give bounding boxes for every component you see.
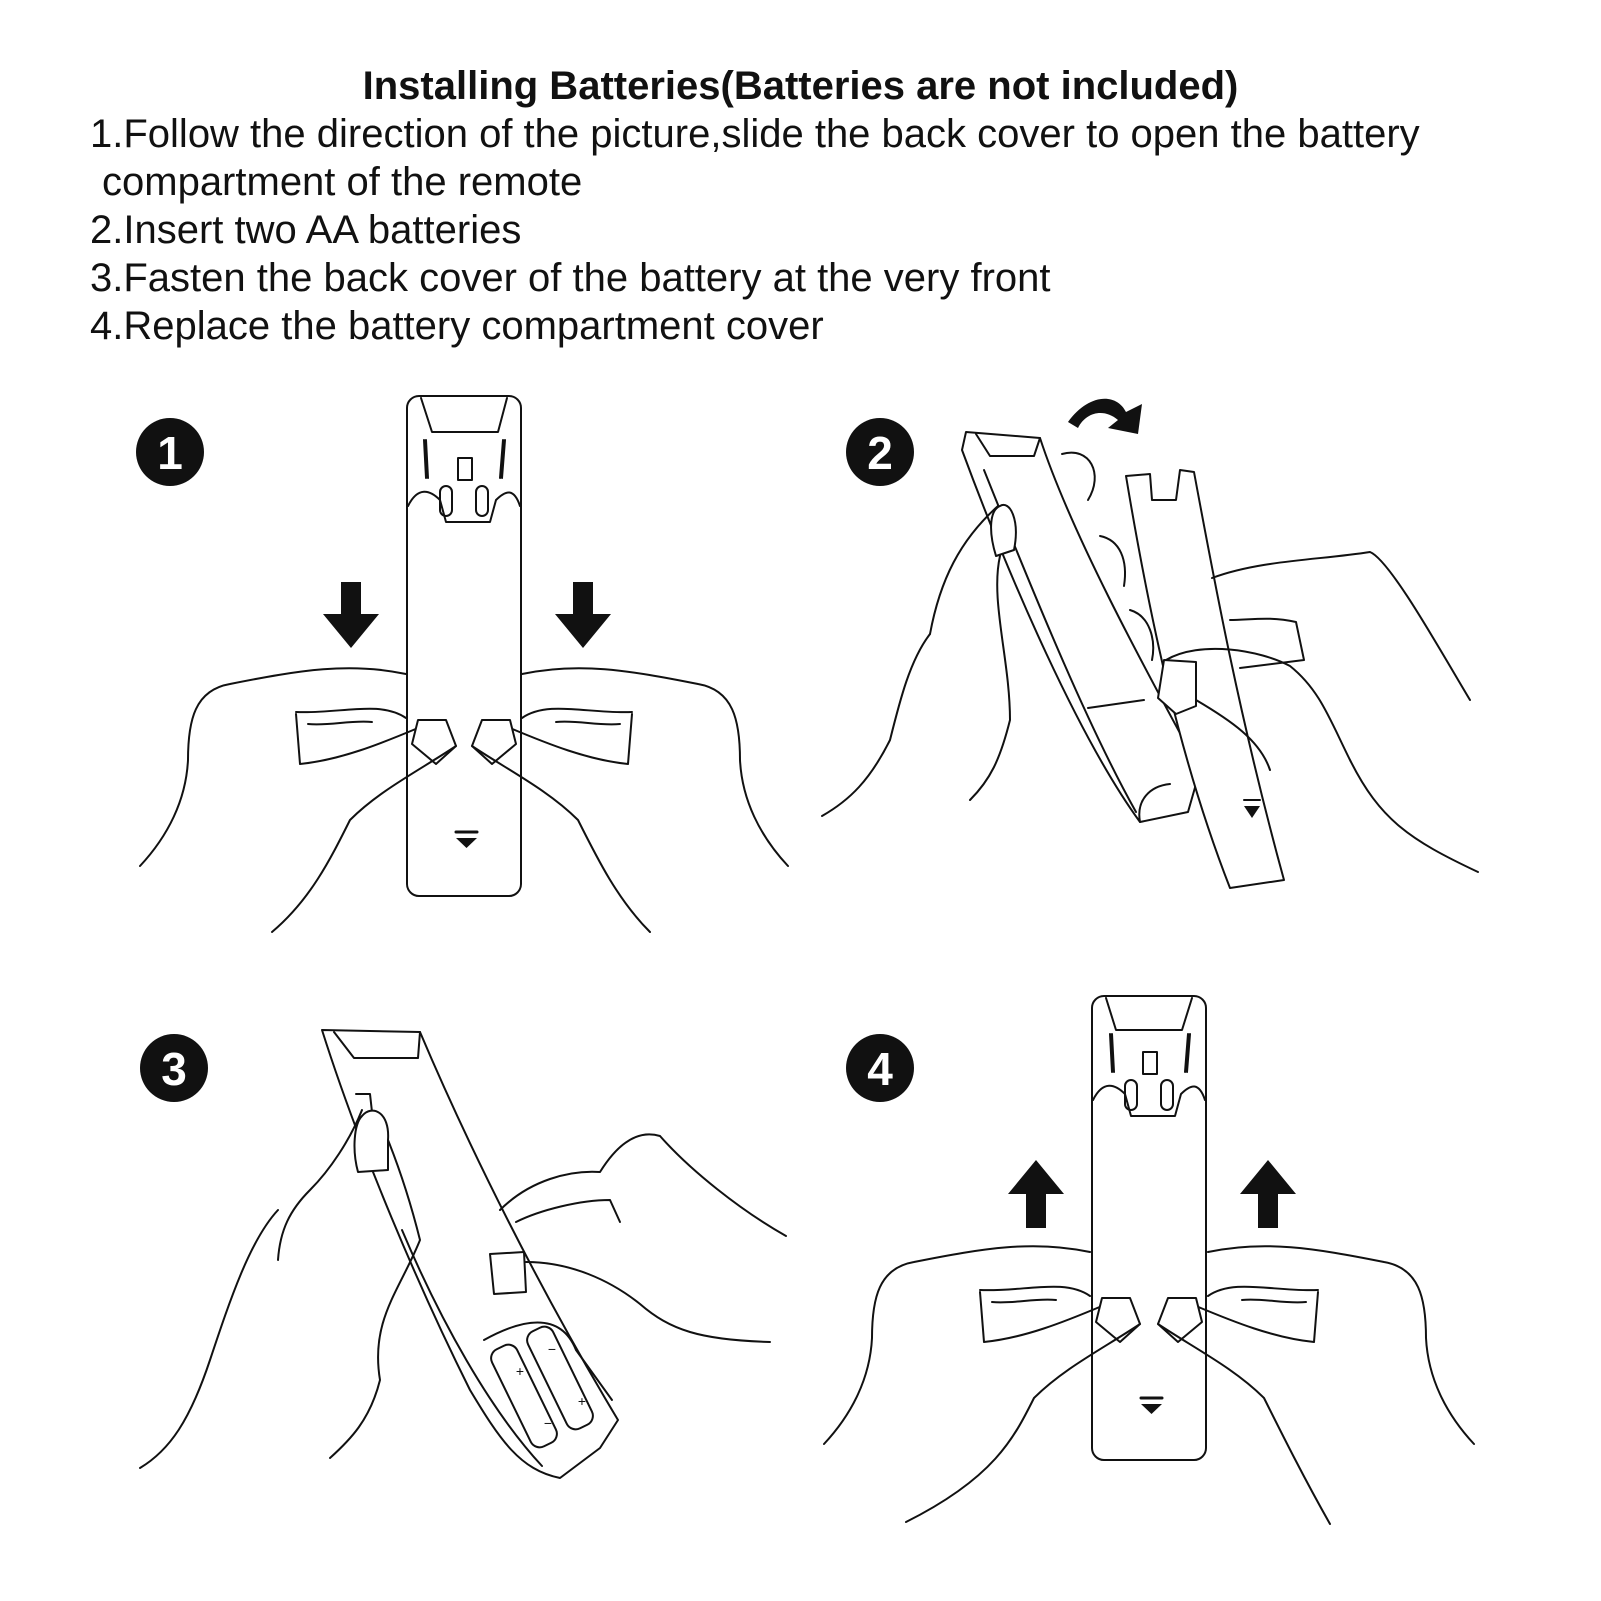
right-hand bbox=[1157, 551, 1479, 873]
right-hand bbox=[489, 1133, 787, 1343]
up-arrow-icon bbox=[1008, 1160, 1064, 1228]
step-badge-1 bbox=[136, 418, 204, 486]
step-badge-4 bbox=[846, 1034, 914, 1102]
aa-battery-pair: + − − + bbox=[490, 1325, 594, 1449]
left-hand bbox=[821, 451, 1155, 817]
down-arrow-icon bbox=[323, 582, 379, 648]
panel-4-illustration: 4 bbox=[823, 995, 1475, 1525]
step-4-text: 4.Replace the battery compartment cover bbox=[90, 304, 824, 348]
page-title: Installing Batteries(Batteries are not i… bbox=[362, 64, 1239, 108]
right-hand bbox=[1157, 1245, 1475, 1525]
left-hand bbox=[823, 1245, 1141, 1523]
step-2-text: 2.Insert two AA batteries bbox=[90, 208, 522, 252]
panel-3-illustration: 3 + − − + bbox=[139, 1029, 787, 1479]
aa-battery bbox=[490, 1343, 558, 1449]
left-hand bbox=[139, 1109, 421, 1469]
slide-direction-mark bbox=[1244, 806, 1260, 818]
slide-direction-mark bbox=[1141, 1404, 1162, 1414]
step-badge-4-number: 4 bbox=[867, 1043, 893, 1095]
down-arrow-icon bbox=[555, 582, 611, 648]
step-badge-3-number: 3 bbox=[161, 1043, 187, 1095]
battery-cover bbox=[1125, 469, 1285, 889]
battery-plus-mark: + bbox=[516, 1363, 524, 1379]
left-hand bbox=[139, 667, 457, 933]
slide-direction-mark bbox=[456, 838, 477, 848]
step-1-text: 1.Follow the direction of the picture,sl… bbox=[90, 112, 1420, 156]
remote-control bbox=[406, 395, 522, 897]
step-badge-1-number: 1 bbox=[157, 427, 183, 479]
up-arrow-icon bbox=[1240, 1160, 1296, 1228]
instruction-list: 1.Follow the direction of the picture,sl… bbox=[90, 110, 1530, 350]
step-badge-2 bbox=[846, 418, 914, 486]
panel-1-illustration: 1 bbox=[136, 395, 789, 933]
step-badge-2-number: 2 bbox=[867, 427, 893, 479]
battery-minus-mark: − bbox=[548, 1341, 556, 1357]
battery-minus-mark: − bbox=[544, 1415, 552, 1431]
panel-2-illustration: 2 bbox=[821, 398, 1479, 889]
remote-control bbox=[1091, 995, 1207, 1461]
right-hand bbox=[471, 667, 789, 933]
step-badge-3 bbox=[140, 1034, 208, 1102]
battery-plus-mark: + bbox=[578, 1393, 586, 1409]
step-3-text: 3.Fasten the back cover of the battery a… bbox=[90, 256, 1051, 300]
aa-battery bbox=[526, 1325, 594, 1431]
curved-arrow-icon bbox=[1068, 398, 1142, 434]
step-1-continued-text: compartment of the remote bbox=[102, 160, 583, 204]
